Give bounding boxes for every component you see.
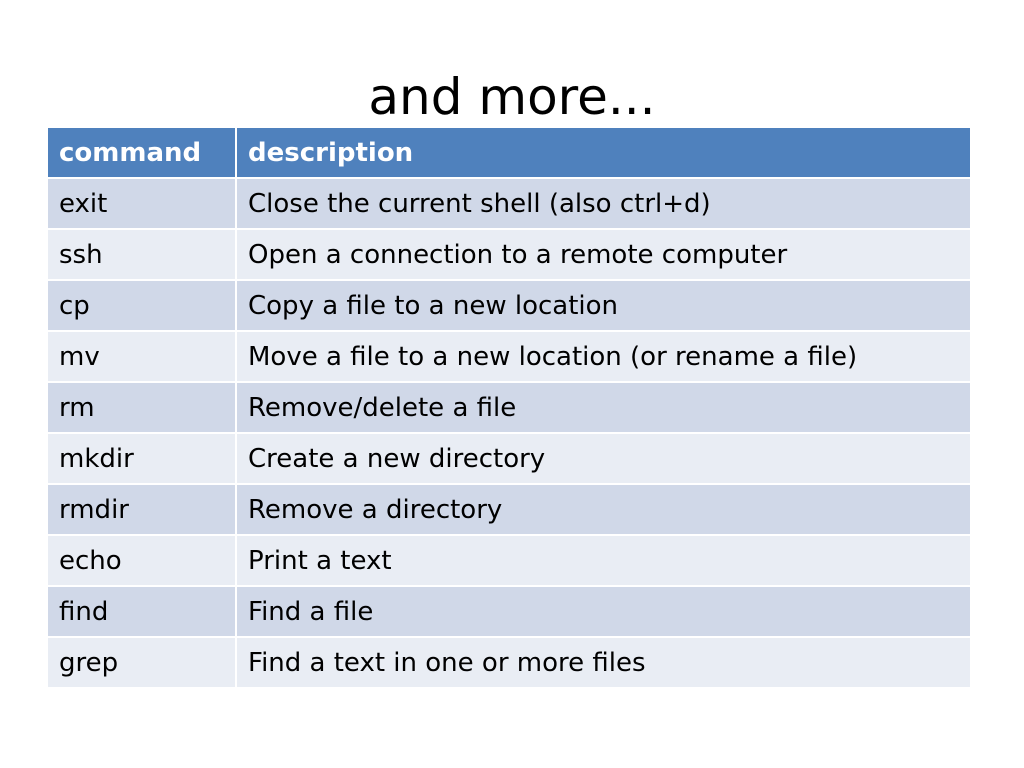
cell-command: exit	[48, 178, 237, 230]
table-row: mv Move a file to a new location (or ren…	[48, 331, 970, 383]
cell-command: rmdir	[48, 484, 237, 536]
cell-description: Remove/delete a file	[236, 382, 970, 434]
table-row: grep Find a text in one or more files	[48, 637, 970, 687]
table-row: ssh Open a connection to a remote comput…	[48, 229, 970, 281]
slide-title: and more...	[368, 68, 656, 126]
table-row: rmdir Remove a directory	[48, 484, 970, 536]
cell-command: find	[48, 586, 237, 638]
header-command: command	[48, 128, 237, 179]
table-row: rm Remove/delete a file	[48, 382, 970, 434]
cell-description: Find a text in one or more files	[248, 647, 646, 678]
cell-command: rm	[48, 382, 237, 434]
cell-description: Copy a file to a new location	[236, 280, 970, 332]
cell-description: Move a file to a new location (or rename…	[236, 331, 970, 383]
command-table-container: command description exit Close the curre…	[48, 128, 970, 687]
cell-command: echo	[48, 535, 237, 587]
cell-description: Print a text	[236, 535, 970, 587]
cell-description: Close the current shell (also ctrl+d)	[236, 178, 970, 230]
table-header-row: command description	[48, 128, 970, 179]
cell-command: cp	[48, 280, 237, 332]
table-row: echo Print a text	[48, 535, 970, 587]
header-description: description	[236, 128, 970, 179]
cell-command: ssh	[48, 229, 237, 281]
cell-description: Create a new directory	[236, 433, 970, 485]
command-table: command description exit Close the curre…	[48, 128, 970, 687]
table-row: mkdir Create a new directory	[48, 433, 970, 485]
cell-command: mkdir	[48, 433, 237, 485]
cell-command: mv	[48, 331, 237, 383]
table-row: exit Close the current shell (also ctrl+…	[48, 178, 970, 230]
cell-description: Find a file	[236, 586, 970, 638]
cell-description: Open a connection to a remote computer	[236, 229, 970, 281]
cell-description: Remove a directory	[236, 484, 970, 536]
table-row: cp Copy a file to a new location	[48, 280, 970, 332]
table-row: find Find a file	[48, 586, 970, 638]
cell-command: grep	[48, 637, 237, 687]
